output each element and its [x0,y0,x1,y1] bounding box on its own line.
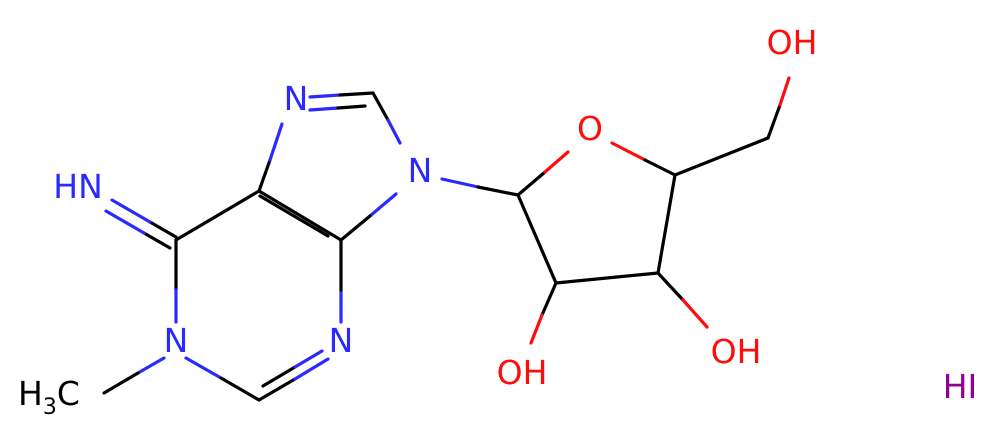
bond-n1-ch3-n [136,356,166,375]
atom-oh-2prime: OH [497,353,548,392]
bond-n1-c2-n [184,356,223,380]
bond-n1-c2-c [219,376,261,402]
bond-n9-c4-n [368,192,398,218]
bond-c6-imine-b-n [104,209,146,235]
bond-c8-n9-n [386,118,402,145]
bond-c3p-oh-c [656,271,685,302]
bond-c1p-o4p-o [543,150,570,174]
bond-c8-n9-c [371,91,390,122]
bond-c4-c5-a [257,189,343,242]
atom-n1: N [164,321,189,360]
bond-c4p-c5p [673,136,770,177]
bond-c2-n3-b [261,365,297,388]
bond-n9-c1p-c [476,185,520,197]
bond-c3p-oh-o [681,298,709,329]
bond-n1-ch3-c [102,371,140,395]
methyl-c: C [57,374,80,413]
bond-c6-imine-a-n [110,198,152,224]
methyl-subscript: 3 [43,395,57,420]
bond-n9-c4-c [339,214,372,242]
bond-c5-n7-c [257,158,272,193]
bond-c2p-c3p [554,271,660,285]
bond-c5-n7-n [268,122,284,162]
bond-c1p-o4p-c [516,170,547,197]
bond-n7-c8-b [336,104,367,110]
bond-n7-c8-b-n [308,106,340,112]
bond-c6-imine-a [148,220,178,239]
bond-c6-c5 [174,189,261,242]
atom-n9: N [408,151,433,190]
atom-n7: N [284,79,309,118]
bond-c2-n3-b-n [293,349,324,369]
purine-bonds [102,91,520,402]
atom-imine-nh: HN [53,167,103,206]
atom-oh-5prime: OH [767,23,818,62]
bond-c5p-oh-o [778,76,791,107]
atom-oh-3prime: OH [711,332,762,371]
atom-ring-oxygen: O [577,109,603,148]
bond-c2-n3-a-n [293,357,330,381]
atom-labels: N N N N HN H3C O OH OH OH HI [18,23,977,420]
bond-o4p-c4p-c [643,158,677,177]
bond-c2p-oh-o [529,313,544,345]
bond-c2-n3-a [257,377,297,402]
methyl-h: H [18,374,43,413]
atom-methyl: H3C [18,374,80,420]
bond-c2p-oh-c [540,281,558,317]
bond-n7-c8-a-n [308,93,342,99]
bond-c5p-oh-c [766,103,782,140]
bond-c6-imine-b [142,231,172,250]
counter-ion-hi: HI [943,367,978,406]
bond-n7-c8-a [338,91,375,97]
bond-c1p-c2p [516,193,558,285]
ribose-bonds [516,76,791,345]
bond-c4-c5-b [258,194,330,238]
atom-n3: N [329,321,354,360]
bond-n9-c1p-n [440,177,480,189]
bond-o4p-c4p-o [610,141,647,162]
bond-c3p-c4p [656,173,677,275]
